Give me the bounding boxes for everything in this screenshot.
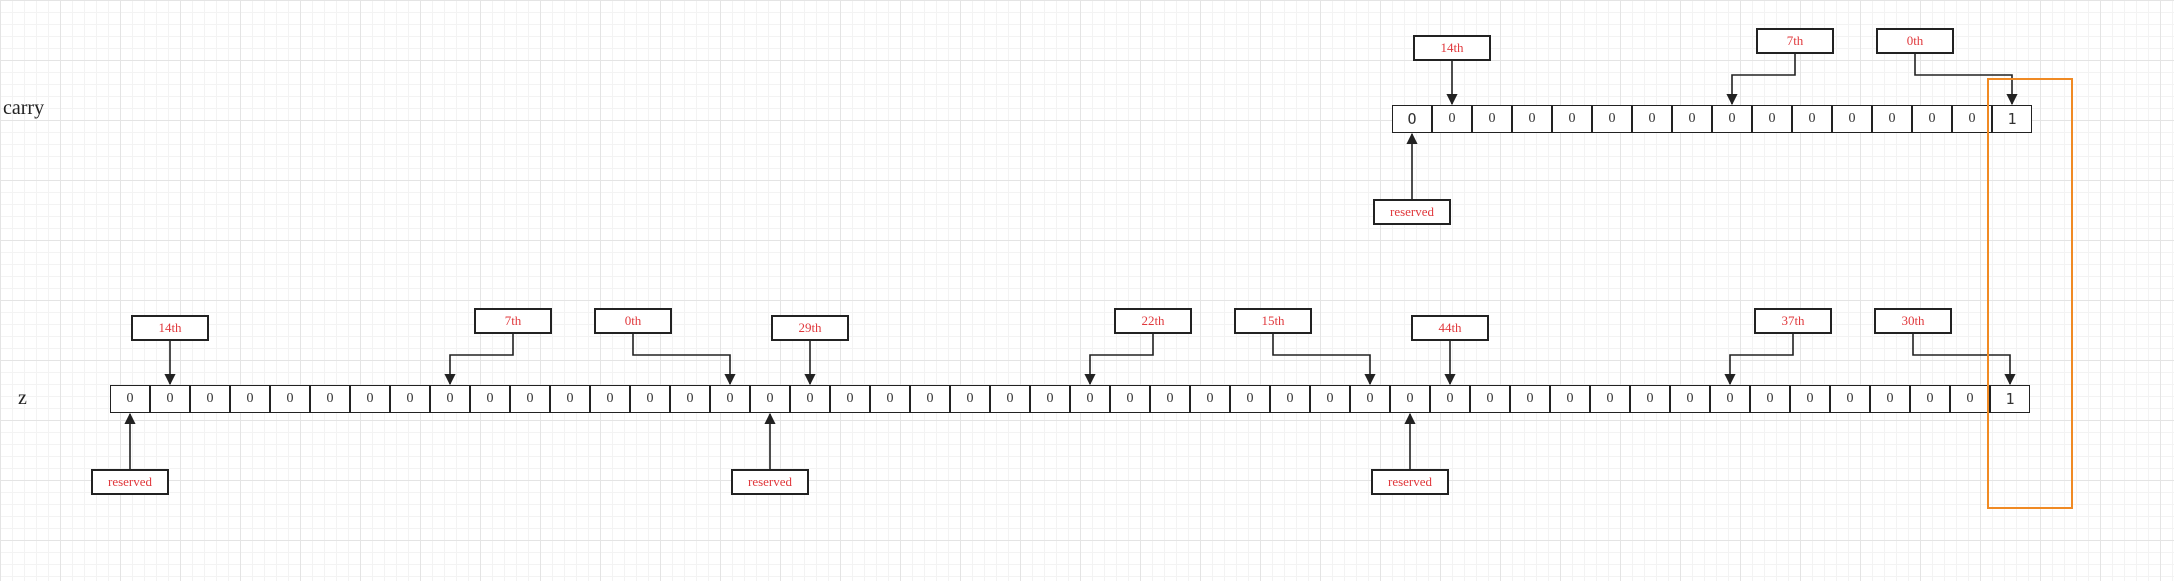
carry-bit-cell: 0 bbox=[1792, 105, 1832, 133]
z-bit-cell: 0 bbox=[950, 385, 990, 413]
z-bit-cell: 0 bbox=[1070, 385, 1110, 413]
carry-bit-cell: 0 bbox=[1432, 105, 1472, 133]
z-bit-cell: 0 bbox=[1310, 385, 1350, 413]
carry-bit-cell: 0 bbox=[1512, 105, 1552, 133]
z-label-arrow bbox=[1084, 334, 1154, 386]
z-bit-cell: 0 bbox=[230, 385, 270, 413]
z-label-arrow bbox=[1724, 334, 1794, 386]
z-bit-cell: 0 bbox=[630, 385, 670, 413]
z-bit-cell: 0 bbox=[1350, 385, 1390, 413]
z-bit-cell: 0 bbox=[1390, 385, 1430, 413]
z-bit-cell: 0 bbox=[1270, 385, 1310, 413]
z-bit-cell: 0 bbox=[790, 385, 830, 413]
z-bit-cell: 0 bbox=[1470, 385, 1510, 413]
z-bit-cell: 0 bbox=[150, 385, 190, 413]
connector-lines bbox=[124, 54, 2018, 469]
z-bit-cell: 0 bbox=[670, 385, 710, 413]
z-bit-cell: 0 bbox=[1710, 385, 1750, 413]
z-bit-cell: 1 bbox=[1990, 385, 2030, 413]
z-label-arrow bbox=[1272, 334, 1376, 386]
z-row-label: z bbox=[18, 387, 27, 409]
carry-bit-cell: 0 bbox=[1712, 105, 1752, 133]
z-bit-cell: 0 bbox=[390, 385, 430, 413]
carry-bit-cell: 0 bbox=[1472, 105, 1512, 133]
carry-bit-index-label: 14th bbox=[1413, 35, 1491, 61]
z-bit-cell: 0 bbox=[550, 385, 590, 413]
z-bit-cell: 0 bbox=[110, 385, 150, 413]
z-reserved-label: reserved bbox=[1371, 469, 1449, 495]
carry-row-label: carry bbox=[3, 97, 45, 119]
z-bit-cell: 0 bbox=[350, 385, 390, 413]
z-bit-cell: 0 bbox=[470, 385, 510, 413]
carry-bit-cell: 0 bbox=[1832, 105, 1872, 133]
z-bit-cell: 0 bbox=[750, 385, 790, 413]
carry-bit-cell: O bbox=[1392, 105, 1432, 133]
z-bit-cell: 0 bbox=[510, 385, 550, 413]
carry-bit-cell: 0 bbox=[1752, 105, 1792, 133]
z-bit-cell: 0 bbox=[590, 385, 630, 413]
z-bit-cell: 0 bbox=[1870, 385, 1910, 413]
z-bit-cell: 0 bbox=[1430, 385, 1470, 413]
carry-bit-cell: 0 bbox=[1912, 105, 1952, 133]
z-bit-cell: 0 bbox=[1150, 385, 1190, 413]
z-bit-cell: 0 bbox=[1950, 385, 1990, 413]
z-bit-cell: 0 bbox=[430, 385, 470, 413]
z-bit-cell: 0 bbox=[310, 385, 350, 413]
z-bit-cell: 0 bbox=[1190, 385, 1230, 413]
z-bit-cell: 0 bbox=[1670, 385, 1710, 413]
carry-label-arrow bbox=[1914, 54, 2018, 106]
carry-label-arrow bbox=[1726, 54, 1796, 106]
carry-bit-index-label: 0th bbox=[1876, 28, 1954, 54]
z-bit-index-label: 22th bbox=[1114, 308, 1192, 334]
z-bit-cell: 0 bbox=[990, 385, 1030, 413]
z-bit-cell: 0 bbox=[1910, 385, 1950, 413]
z-bit-cell: 0 bbox=[1790, 385, 1830, 413]
z-reserved-label: reserved bbox=[91, 469, 169, 495]
z-bit-cell: 0 bbox=[1750, 385, 1790, 413]
carry-bit-cell: 0 bbox=[1592, 105, 1632, 133]
carry-bit-cell: 0 bbox=[1552, 105, 1592, 133]
z-bit-index-label: 29th bbox=[771, 315, 849, 341]
z-bit-cell: 0 bbox=[910, 385, 950, 413]
z-bit-index-label: 15th bbox=[1234, 308, 1312, 334]
carry-bit-cell: 0 bbox=[1672, 105, 1712, 133]
z-bit-index-label: 14th bbox=[131, 315, 209, 341]
z-label-arrow bbox=[632, 334, 736, 386]
z-bit-cell: 0 bbox=[710, 385, 750, 413]
z-reserved-label: reserved bbox=[731, 469, 809, 495]
z-bit-cell: 0 bbox=[190, 385, 230, 413]
z-bit-cell: 0 bbox=[1630, 385, 1670, 413]
carry-reserved-label: reserved bbox=[1373, 199, 1451, 225]
z-bit-cell: 0 bbox=[1550, 385, 1590, 413]
carry-bit-cell: 1 bbox=[1992, 105, 2032, 133]
z-bit-index-label: 30th bbox=[1874, 308, 1952, 334]
z-bit-cell: 0 bbox=[870, 385, 910, 413]
z-bit-index-label: 7th bbox=[474, 308, 552, 334]
lsb-highlight-box bbox=[1987, 78, 2073, 509]
z-bit-index-label: 44th bbox=[1411, 315, 1489, 341]
z-bit-cell: 0 bbox=[1590, 385, 1630, 413]
carry-bit-index-label: 7th bbox=[1756, 28, 1834, 54]
z-bit-cell: 0 bbox=[1510, 385, 1550, 413]
z-bit-cell: 0 bbox=[1110, 385, 1150, 413]
z-bit-cell: 0 bbox=[1030, 385, 1070, 413]
z-label-arrow bbox=[1912, 334, 2016, 386]
z-bit-cell: 0 bbox=[270, 385, 310, 413]
z-bit-cell: 0 bbox=[1830, 385, 1870, 413]
z-bit-cell: 0 bbox=[830, 385, 870, 413]
carry-bit-cell: 0 bbox=[1632, 105, 1672, 133]
carry-bit-cell: 0 bbox=[1872, 105, 1912, 133]
z-bit-index-label: 0th bbox=[594, 308, 672, 334]
z-bit-cell: 0 bbox=[1230, 385, 1270, 413]
z-label-arrow bbox=[444, 334, 514, 386]
z-bit-index-label: 37th bbox=[1754, 308, 1832, 334]
carry-bit-cell: 0 bbox=[1952, 105, 1992, 133]
